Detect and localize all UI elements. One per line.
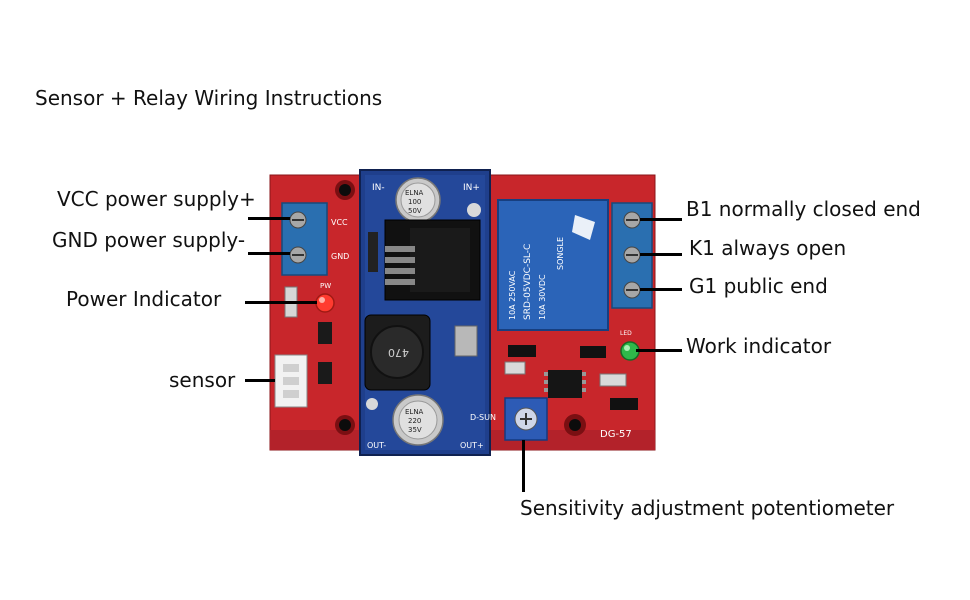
label-k1-always-open: K1 always open — [689, 236, 847, 260]
svg-text:LED: LED — [620, 330, 632, 337]
label-power-indicator: Power Indicator — [66, 287, 222, 311]
label-sensor: sensor — [169, 368, 236, 392]
label-work-indicator: Work indicator — [686, 334, 832, 358]
leader-gnd — [248, 252, 290, 255]
svg-text:SRD-05VDC-SL-C: SRD-05VDC-SL-C — [523, 244, 533, 320]
sensor-connector — [274, 354, 308, 408]
label-sensitivity-potentiometer: Sensitivity adjustment potentiometer — [520, 496, 895, 520]
d-sun-marking: D-SUN — [470, 413, 496, 422]
label-vcc-power-supply: VCC power supply+ — [57, 187, 256, 211]
bottom-capacitor: ELNA 220 35V — [392, 394, 444, 446]
leader-g1 — [640, 288, 682, 291]
leader-b1 — [640, 218, 682, 221]
svg-text:ELNA: ELNA — [405, 189, 424, 197]
label-gnd-power-supply: GND power supply- — [52, 228, 246, 252]
vcc-pin-marking: VCC — [331, 218, 348, 227]
svg-text:100: 100 — [408, 198, 421, 206]
leader-potentiometer — [522, 440, 525, 492]
leader-k1 — [640, 253, 682, 256]
label-g1-public-end: G1 public end — [689, 274, 828, 298]
svg-text:35V: 35V — [408, 426, 422, 434]
gnd-pin-marking: GND — [331, 252, 349, 261]
leader-vcc — [248, 217, 290, 220]
leader-work-indicator — [636, 349, 682, 352]
model-marking: DG-57 — [600, 429, 632, 440]
in-minus-marking: IN- — [372, 183, 385, 193]
svg-text:ELNA: ELNA — [405, 408, 424, 416]
label-b1-normally-closed: B1 normally closed end — [686, 197, 921, 221]
diagram-title: Sensor + Relay Wiring Instructions — [35, 86, 383, 110]
out-plus-marking: OUT+ — [460, 441, 484, 450]
relay: SONGLE SRD-05VDC-SL-C 10A 250VAC 10A 30V… — [497, 199, 609, 331]
svg-text:220: 220 — [408, 417, 421, 425]
power-terminal — [281, 202, 328, 276]
svg-text:10A 30VDC: 10A 30VDC — [538, 274, 547, 320]
leader-sensor — [245, 379, 275, 382]
inductor: 470 — [364, 314, 431, 391]
svg-text:470: 470 — [388, 346, 409, 359]
out-minus-marking: OUT- — [367, 441, 386, 450]
in-plus-marking: IN+ — [463, 183, 480, 193]
comparator-ic — [544, 370, 586, 398]
svg-text:SONGLE: SONGLE — [556, 237, 565, 270]
work-led: LED — [620, 330, 640, 361]
svg-text:50V: 50V — [408, 207, 422, 215]
leader-power-indicator — [245, 301, 317, 304]
regulator-chip — [384, 219, 481, 301]
top-capacitor: ELNA 100 50V — [395, 177, 441, 223]
svg-text:10A 250VAC: 10A 250VAC — [508, 270, 517, 320]
potentiometer — [504, 397, 548, 441]
svg-text:PW: PW — [320, 282, 331, 290]
